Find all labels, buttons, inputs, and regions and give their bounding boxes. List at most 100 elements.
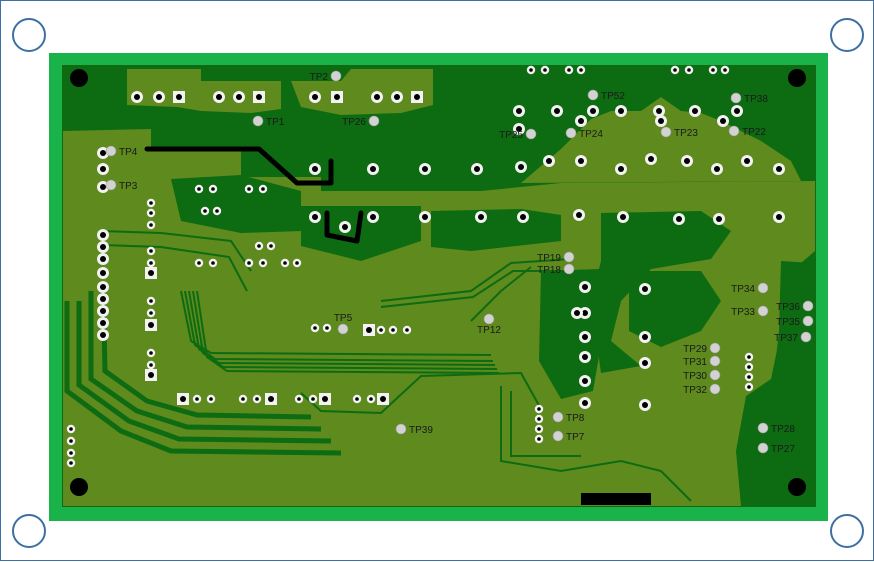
test-point-tp26[interactable]: TP26 [342, 115, 380, 128]
small-pad-hole-30 [295, 261, 299, 265]
test-point-tp3-pad[interactable] [105, 179, 117, 191]
test-point-tp22-pad[interactable] [728, 125, 740, 137]
test-point-tp33-pad[interactable] [757, 305, 769, 317]
pad-hole-52 [642, 334, 648, 340]
test-point-tp28-pad[interactable] [757, 422, 769, 434]
test-point-tp38-pad[interactable] [730, 92, 742, 104]
test-point-tp1[interactable]: TP1 [252, 115, 285, 128]
pad-hole-18 [100, 150, 106, 156]
pad-hole-2 [216, 94, 222, 100]
square-pad-hole-0 [176, 94, 182, 100]
pad-hole-26 [546, 158, 552, 164]
small-pad-hole-44 [537, 407, 541, 411]
test-point-tp2[interactable]: TP2 [310, 70, 342, 83]
pad-hole-9 [590, 108, 596, 114]
test-point-tp25[interactable]: TP25 [499, 128, 537, 141]
test-point-tp31-label: TP31 [683, 357, 707, 368]
test-point-tp5[interactable]: TP5 [334, 313, 353, 335]
test-point-tp24[interactable]: TP24 [565, 127, 603, 140]
test-point-tp30[interactable]: TP30 [683, 369, 721, 382]
test-point-tp4[interactable]: TP4 [105, 145, 138, 158]
test-point-tp12[interactable]: TP12 [477, 313, 501, 336]
test-point-tp28[interactable]: TP28 [757, 422, 795, 435]
test-point-tp36-label: TP36 [776, 302, 800, 313]
pad-hole-16 [658, 118, 664, 124]
test-point-tp29-label: TP29 [683, 344, 707, 355]
square-pad-hole-5 [148, 322, 154, 328]
test-point-tp37[interactable]: TP37 [774, 331, 812, 344]
test-point-tp1-pad[interactable] [252, 115, 264, 127]
test-point-tp31[interactable]: TP31 [683, 355, 721, 368]
test-point-tp33[interactable]: TP33 [731, 305, 769, 318]
test-point-tp39-pad[interactable] [395, 423, 407, 435]
small-pad-hole-41 [379, 328, 383, 332]
test-point-tp35[interactable]: TP35 [776, 315, 814, 328]
test-point-tp36[interactable]: TP36 [776, 300, 814, 313]
test-point-tp4-pad[interactable] [105, 145, 117, 157]
test-point-tp34-label: TP34 [731, 284, 755, 295]
test-point-tp36-pad[interactable] [802, 300, 814, 312]
test-point-tp30-pad[interactable] [709, 369, 721, 381]
black-traces [144, 146, 364, 244]
test-point-tp7-pad[interactable] [552, 430, 564, 442]
test-point-tp29-pad[interactable] [709, 342, 721, 354]
small-pad-hole-52 [69, 427, 73, 431]
test-point-tp52-pad[interactable] [587, 89, 599, 101]
test-point-tp52[interactable]: TP52 [587, 89, 625, 102]
small-pad-hole-26 [211, 261, 215, 265]
square-pad-hole-10 [380, 396, 386, 402]
pad-hole-61 [100, 296, 106, 302]
test-point-tp25-pad[interactable] [525, 128, 537, 140]
pad-hole-23 [422, 166, 428, 172]
small-pad-hole-24 [269, 244, 273, 248]
test-point-tp22[interactable]: TP22 [728, 125, 766, 138]
test-point-tp29[interactable]: TP29 [683, 342, 721, 355]
pad-hole-4 [312, 94, 318, 100]
test-point-tp32[interactable]: TP32 [683, 383, 721, 396]
test-point-tp27[interactable]: TP27 [757, 442, 795, 455]
test-point-tp24-pad[interactable] [565, 127, 577, 139]
test-point-tp19[interactable]: TP19 [537, 251, 575, 264]
pad-hole-43 [776, 214, 782, 220]
test-point-tp38[interactable]: TP38 [730, 92, 768, 105]
pad-hole-64 [100, 332, 106, 338]
small-pad-hole-53 [69, 439, 73, 443]
test-point-tp27-pad[interactable] [757, 442, 769, 454]
test-point-tp19-pad[interactable] [563, 251, 575, 263]
square-pad-hole-2 [334, 94, 340, 100]
test-point-tp23[interactable]: TP23 [660, 126, 698, 139]
pad-hole-30 [684, 158, 690, 164]
small-pad-hole-8 [149, 201, 153, 205]
test-point-tp8[interactable]: TP8 [552, 411, 585, 424]
square-pad-hole-4 [148, 270, 154, 276]
small-pad-hole-23 [257, 244, 261, 248]
small-pad-hole-13 [149, 299, 153, 303]
test-point-tp12-pad[interactable] [483, 313, 495, 325]
test-point-tp18[interactable]: TP18 [537, 263, 575, 276]
pad-hole-58 [100, 256, 106, 262]
pad-hole-24 [474, 166, 480, 172]
test-point-tp25-label: TP25 [499, 130, 523, 141]
small-pad-hole-37 [355, 397, 359, 401]
pad-hole-32 [744, 158, 750, 164]
test-point-tp34[interactable]: TP34 [731, 282, 769, 295]
small-pad-hole-12 [149, 261, 153, 265]
test-point-tp18-pad[interactable] [563, 263, 575, 275]
test-point-tp3-label: TP3 [119, 181, 138, 192]
test-point-tp39[interactable]: TP39 [395, 423, 433, 436]
test-point-tp26-pad[interactable] [368, 115, 380, 127]
test-point-tp22-label: TP22 [742, 127, 766, 138]
test-point-tp3[interactable]: TP3 [105, 179, 138, 192]
test-point-tp8-pad[interactable] [552, 411, 564, 423]
test-point-tp23-pad[interactable] [660, 126, 672, 138]
test-point-tp37-pad[interactable] [800, 331, 812, 343]
test-point-tp7[interactable]: TP7 [552, 430, 585, 443]
small-pad-hole-22 [215, 209, 219, 213]
test-point-tp35-pad[interactable] [802, 315, 814, 327]
test-point-tp34-pad[interactable] [757, 282, 769, 294]
test-point-tp5-pad[interactable] [337, 323, 349, 335]
test-point-tp38-label: TP38 [744, 94, 768, 105]
test-point-tp31-pad[interactable] [709, 355, 721, 367]
test-point-tp32-pad[interactable] [709, 383, 721, 395]
test-point-tp2-pad[interactable] [330, 70, 342, 82]
